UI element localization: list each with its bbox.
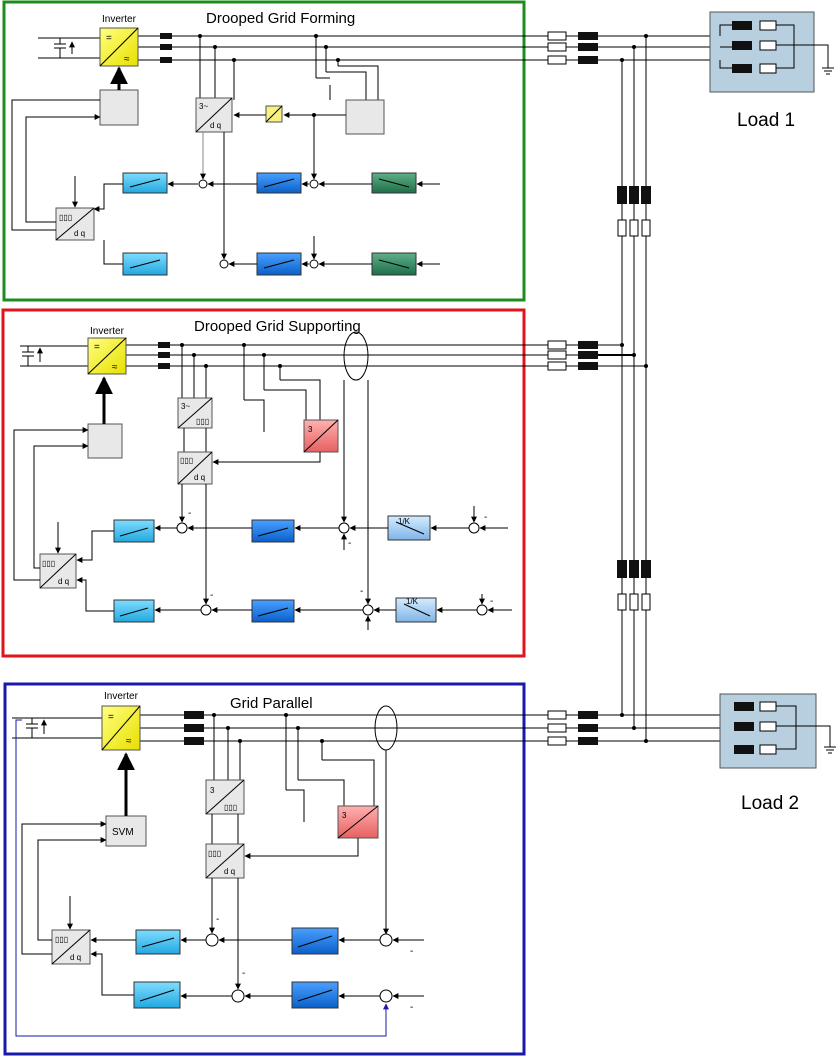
svg-text:3: 3: [210, 786, 215, 795]
forming-inverter-dc: =: [106, 33, 112, 44]
supporting-sum-q2: [362, 604, 374, 616]
load-2: [719, 693, 836, 769]
svg-text:≈: ≈: [112, 362, 118, 373]
svg-text:▯▯▯: ▯▯▯: [196, 417, 209, 426]
forming-inverter-label: Inverter: [102, 14, 137, 25]
svg-text:-: -: [410, 1002, 413, 1013]
svg-text:3~: 3~: [199, 102, 208, 111]
svg-text:▯▯▯: ▯▯▯: [59, 213, 72, 222]
svg-text:d q: d q: [70, 953, 81, 962]
forming-voltage-measurement: [345, 99, 385, 135]
forming-title: Drooped Grid Forming: [206, 10, 355, 27]
supporting-modulator: [87, 423, 123, 459]
svg-text:1/K: 1/K: [406, 597, 419, 606]
parallel-dc-source: [12, 717, 102, 739]
svg-text:-: -: [484, 512, 487, 523]
svg-text:-: -: [410, 946, 413, 957]
vertical-feeders: [620, 34, 648, 743]
bus-lines: [126, 35, 730, 742]
forming-sum-q1: [219, 259, 229, 269]
output-impedances: [547, 31, 598, 746]
supporting-frame: [1, 308, 526, 658]
svg-text:▯▯▯: ▯▯▯: [55, 935, 68, 944]
svg-text:d q: d q: [74, 229, 85, 238]
forming-inverter-ac: ≈: [124, 54, 130, 65]
supporting-sum-d3: [468, 522, 480, 534]
svg-text:▯▯▯: ▯▯▯: [42, 559, 55, 568]
parallel-svm-label: SVM: [112, 827, 134, 838]
svg-text:▯▯▯: ▯▯▯: [208, 849, 221, 858]
supporting-title: Drooped Grid Supporting: [194, 318, 361, 335]
svg-text:-: -: [188, 508, 191, 519]
svg-text:▯▯▯: ▯▯▯: [180, 456, 193, 465]
svg-text:1/K: 1/K: [398, 517, 411, 526]
svg-text:=: =: [94, 342, 100, 353]
svg-text:d q: d q: [194, 473, 205, 482]
supporting-dc-source: [20, 345, 88, 367]
forming-sum-q2: [309, 259, 319, 269]
supporting-sum-q1: [200, 604, 212, 616]
supporting-current-sensor: [343, 331, 369, 381]
parallel-title: Grid Parallel: [230, 695, 313, 712]
parallel-inverter-label: Inverter: [104, 691, 139, 702]
parallel-frame: [3, 682, 526, 1056]
parallel-sum-q1: [231, 989, 245, 1003]
svg-text:-: -: [360, 586, 363, 597]
supporting-inverter-label: Inverter: [90, 326, 125, 337]
svg-text:3~: 3~: [181, 402, 190, 411]
svg-text:-: -: [348, 538, 351, 549]
forming-sum-d2: [309, 179, 319, 189]
load-1-label: Load 1: [737, 110, 795, 131]
svg-text:3: 3: [308, 425, 313, 434]
svg-text:d q: d q: [224, 867, 235, 876]
forming-modulator: [99, 89, 139, 126]
svg-text:-: -: [210, 590, 213, 601]
forming-sum-d1: [198, 179, 208, 189]
svg-text:-: -: [242, 968, 245, 979]
load-2-label: Load 2: [741, 793, 799, 814]
parallel-sum-d1: [205, 933, 219, 947]
feeder-impedances-upper: [617, 186, 651, 237]
parallel-dc-feedback: [15, 719, 389, 1037]
parallel-sum-q2: [379, 989, 393, 1003]
svg-text:d q: d q: [210, 121, 221, 130]
svg-text:≈: ≈: [126, 736, 132, 747]
svg-text:d q: d q: [58, 577, 69, 586]
supporting-pi-current-d: [113, 519, 155, 543]
svg-text:=: =: [108, 712, 114, 723]
supporting-pi-current-q: [113, 599, 155, 623]
load-1: [709, 11, 834, 93]
parallel-sum-d2: [379, 933, 393, 947]
supporting-sum-d1: [176, 522, 188, 534]
parallel-svm: [105, 815, 147, 847]
supporting-sum-d2: [338, 522, 350, 534]
supporting-pi-voltage-q: [251, 599, 295, 623]
svg-text:▯▯▯: ▯▯▯: [224, 803, 237, 812]
svg-text:-: -: [216, 914, 219, 925]
supporting-sum-q3: [476, 604, 488, 616]
forming-dc-source: [38, 37, 100, 59]
forming-frame: [2, 0, 526, 302]
svg-text:3: 3: [342, 811, 347, 820]
svg-text:-: -: [490, 596, 493, 607]
feeder-impedances-lower: [617, 560, 651, 611]
supporting-pi-voltage-d: [251, 519, 295, 543]
